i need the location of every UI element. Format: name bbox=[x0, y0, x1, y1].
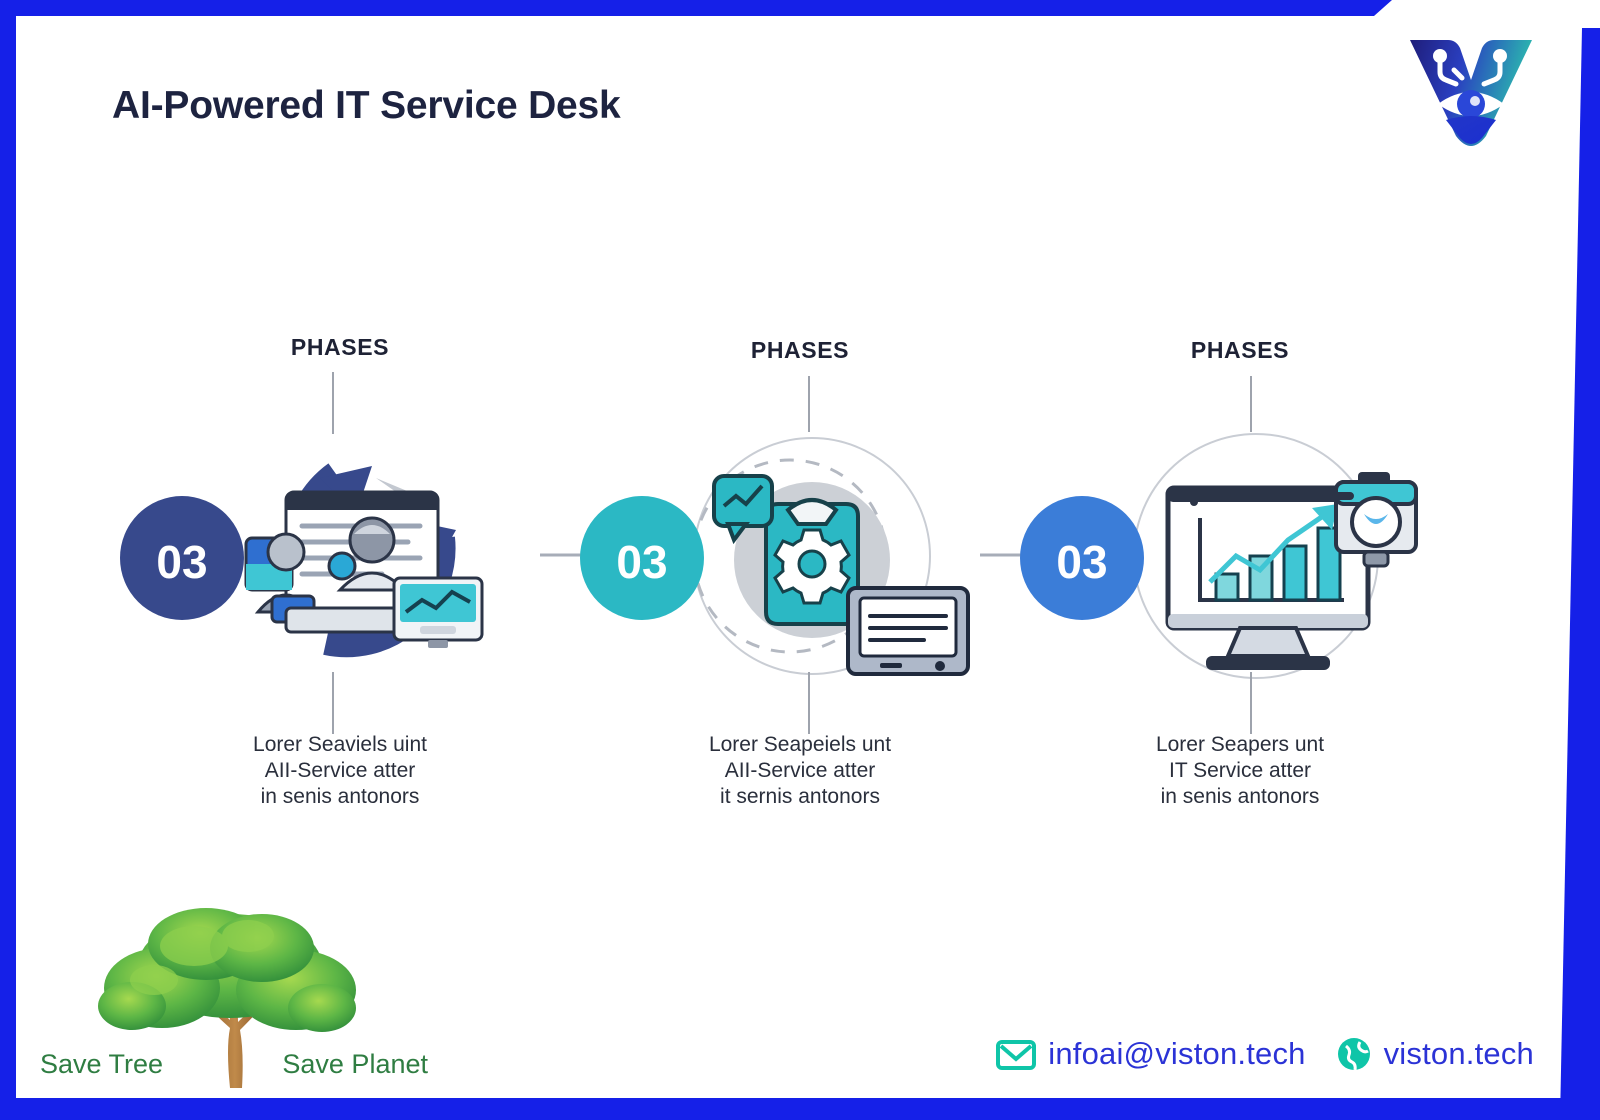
svg-text:03: 03 bbox=[156, 536, 207, 588]
frame-top-bar bbox=[0, 0, 1392, 16]
phase-desc-line-2: AII-Service atter bbox=[264, 759, 416, 782]
phase-art-3: 03 bbox=[1020, 430, 1460, 680]
contact-email[interactable]: infoai@viston.tech bbox=[996, 1036, 1305, 1072]
eco-badge-left-text: Save Tree bbox=[40, 1049, 164, 1079]
eco-badge: Save Tree Save Planet bbox=[34, 888, 434, 1098]
frame-right-bar bbox=[1560, 28, 1600, 1120]
eco-badge-caption: Save Tree Save Planet bbox=[34, 1049, 434, 1080]
phase-desc-line-3: in senis antonors bbox=[1160, 785, 1320, 808]
frame-bottom-bar bbox=[0, 1098, 1600, 1120]
globe-icon bbox=[1337, 1038, 1370, 1071]
phase-desc-line-1: Lorer Seapers unt bbox=[1155, 733, 1325, 756]
phases-row: PHASES 03 bbox=[80, 320, 1500, 840]
eco-badge-right-text: Save Planet bbox=[282, 1049, 428, 1079]
phase-desc-line-2: AII-Service atter bbox=[724, 759, 876, 782]
frame-left-bar bbox=[0, 0, 16, 1120]
phase-label-2: PHASES bbox=[750, 337, 850, 363]
phase-desc-1: Lorer Seaviels uint AII-Service atter in… bbox=[120, 732, 560, 810]
phase-group-3[interactable]: PHASES bbox=[1020, 320, 1460, 840]
contact-bar: infoai@viston.tech viston.tech bbox=[996, 1036, 1534, 1072]
phase-stem-top-3 bbox=[1250, 376, 1252, 432]
phase-label-1: PHASES bbox=[290, 334, 390, 360]
phase-stem-bottom-2 bbox=[808, 672, 810, 734]
contact-email-text: infoai@viston.tech bbox=[1048, 1036, 1306, 1071]
contact-website[interactable]: viston.tech bbox=[1336, 1036, 1534, 1072]
phase-desc-3: Lorer Seapers unt IT Service atter in se… bbox=[1020, 732, 1460, 810]
phase-desc-line-3: it sernis antonors bbox=[720, 785, 880, 808]
phase-group-2[interactable]: PHASES bbox=[580, 320, 1020, 840]
svg-text:03: 03 bbox=[616, 536, 667, 588]
viston-logo bbox=[1396, 18, 1546, 163]
phase-stem-bottom-1 bbox=[332, 672, 334, 734]
phase-label-3: PHASES bbox=[1190, 337, 1290, 363]
phase-stem-top-1 bbox=[332, 372, 334, 434]
phase-stem-bottom-3 bbox=[1250, 672, 1252, 734]
contact-website-text: viston.tech bbox=[1383, 1036, 1534, 1071]
svg-text:03: 03 bbox=[1056, 536, 1107, 588]
phase-desc-line-3: in senis antonors bbox=[260, 785, 420, 808]
phase-art-1: 03 bbox=[120, 430, 560, 680]
phase-art-2: 03 bbox=[580, 430, 1020, 680]
phase-desc-line-1: Lorer Seapeiels unt bbox=[708, 733, 892, 756]
page-title: AI-Powered IT Service Desk bbox=[112, 84, 621, 127]
envelope-icon bbox=[996, 1040, 1037, 1070]
phase-desc-2: Lorer Seapeiels unt AII-Service atter it… bbox=[580, 732, 1020, 810]
phase-group-1[interactable]: PHASES 03 bbox=[120, 320, 560, 840]
phase-desc-line-1: Lorer Seaviels uint bbox=[253, 733, 427, 756]
phase-desc-line-2: IT Service atter bbox=[1169, 759, 1311, 782]
tree-icon bbox=[98, 908, 356, 1088]
phase-stem-top-2 bbox=[808, 376, 810, 432]
